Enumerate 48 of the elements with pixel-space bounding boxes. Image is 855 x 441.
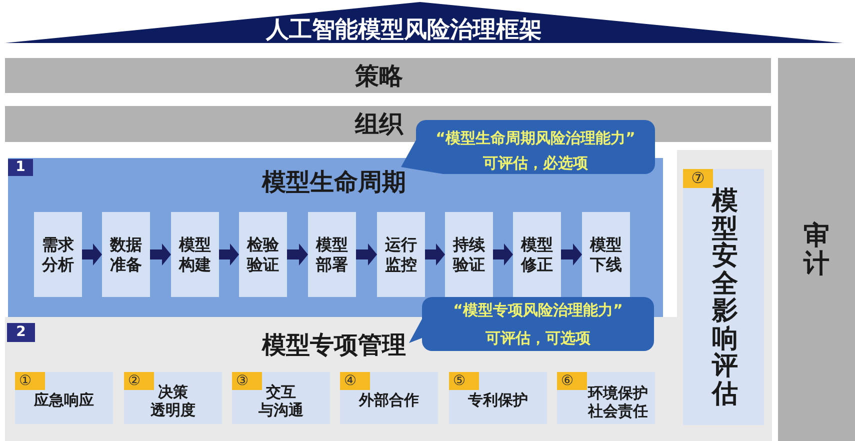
title: 人工智能模型风险治理框架: [266, 18, 542, 42]
process-box: 模型构建: [171, 212, 219, 297]
arrow: [493, 244, 513, 266]
item-box: [232, 372, 330, 424]
callout-text: 可评估，可选项: [486, 329, 590, 347]
process-box: 模型修正: [513, 212, 561, 297]
number-badge: 1: [8, 159, 33, 176]
item-box: [340, 372, 438, 424]
panel-title: 模型专项管理: [262, 332, 406, 358]
callout-bubble: [409, 297, 654, 351]
item-box: [449, 372, 547, 424]
side-column: 审计: [778, 58, 855, 441]
callout-title: “模型专项风险治理能力”: [453, 301, 623, 319]
process-box: 持续验证: [445, 212, 493, 297]
item-label: 外部合作: [359, 391, 419, 409]
item-box: [557, 372, 655, 424]
number-badge: ⑥: [557, 372, 587, 390]
arrow: [425, 244, 445, 266]
item-box: [124, 372, 222, 424]
number-badge: ④: [340, 372, 370, 390]
number-badge: ⑦: [683, 169, 713, 188]
item-box: [683, 169, 764, 425]
arrow: [561, 244, 582, 266]
panel-title: 模型生命周期: [262, 169, 406, 195]
number-badge: ⑤: [449, 372, 479, 390]
item-label: 环境保护社会责任: [588, 384, 648, 420]
layer-band: 策略: [5, 58, 771, 93]
item-box: [15, 372, 113, 424]
item-label: 应急响应: [34, 391, 94, 409]
arrow: [219, 244, 239, 266]
number-badge: ③: [232, 372, 262, 390]
number-badge: ②: [124, 372, 154, 390]
arrow: [82, 244, 102, 266]
number-badge: ①: [15, 372, 45, 390]
arrow: [287, 244, 308, 266]
process-box: 需求分析: [34, 212, 82, 297]
process-box: 模型部署: [308, 212, 356, 297]
process-box: 运行监控: [377, 212, 425, 297]
panel: [5, 317, 677, 441]
arrow: [356, 244, 377, 266]
vertical-label: 模型安全影响评估: [710, 188, 739, 408]
number-badge: 2: [7, 323, 35, 342]
item-label: 专利保护: [468, 391, 528, 409]
process-box: 模型下线: [582, 212, 630, 297]
arrow: [150, 244, 171, 266]
process-box: 数据准备: [102, 212, 150, 297]
callout-text: 可评估，必选项: [483, 154, 588, 172]
process-box: 检验验证: [239, 212, 287, 297]
